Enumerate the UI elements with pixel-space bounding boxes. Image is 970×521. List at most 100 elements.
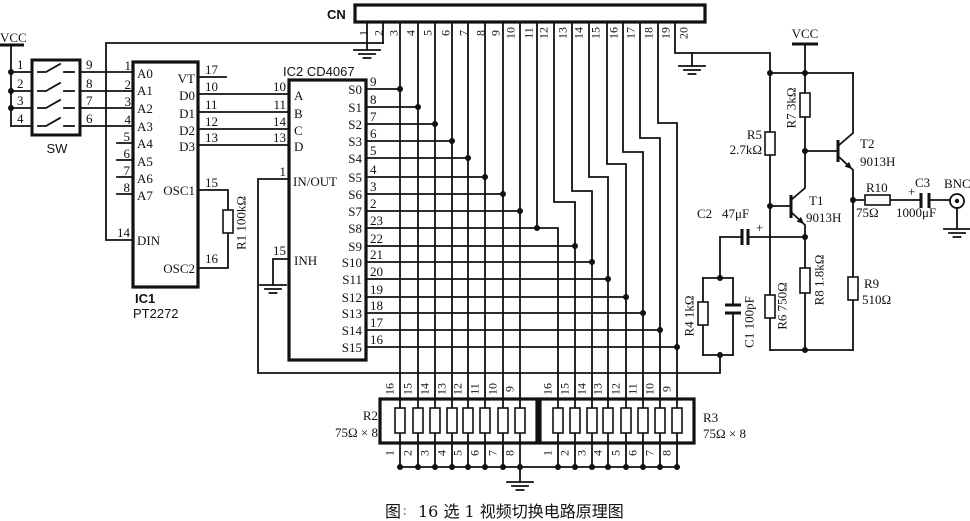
ground-cn-pin20 (678, 65, 706, 75)
cn-channel-wire (571, 21, 593, 468)
vcc-left-supply: VCC (0, 30, 27, 127)
resistor-array-r3-body (538, 397, 696, 445)
t1-collector (789, 150, 806, 202)
ic2-channel-pin-number: 5 (370, 143, 377, 158)
ic2-pin-number: 13 (273, 130, 286, 145)
r7-body (799, 92, 811, 118)
junction-dot (8, 88, 14, 94)
switch-contact (37, 81, 62, 92)
junction-dot (589, 464, 595, 470)
ic2-channel-label: S14 (342, 323, 363, 338)
ic1-pin-number: 13 (205, 130, 218, 145)
connector-pin-number: 2 (372, 30, 386, 36)
r4-body (697, 301, 709, 326)
ic2-channel-pin-number: 2 (370, 196, 377, 211)
resistor-array-r2-element (462, 407, 474, 434)
junction-dot (415, 464, 421, 470)
ic2-pin-number: 11 (273, 97, 286, 112)
junction-dot (415, 104, 421, 110)
connector-pin-number: 9 (489, 30, 503, 36)
connector-pin-number: 18 (642, 27, 656, 39)
resistor-array-r3-pin-number: 8 (660, 450, 674, 456)
c1-label-part: C1 (742, 333, 757, 348)
ic1-pin-label: A7 (137, 188, 153, 203)
connector-pin-number: 14 (572, 27, 586, 39)
ic1-pin-number: 3 (125, 94, 132, 109)
resistor-array-r2-pin-number: 3 (418, 450, 432, 456)
c3-value: 1000μF (896, 205, 936, 220)
r9-ref: R9 (864, 276, 879, 291)
bnc-connector: BNC (943, 176, 970, 238)
ic1-pin-label: D1 (179, 106, 195, 121)
r2-value: 75Ω × 8 (335, 425, 378, 440)
resistor-array-r2-element (514, 407, 526, 434)
ic2-channel-label: S13 (342, 306, 362, 321)
ic1-body (131, 60, 200, 289)
connector-pin-number: 13 (556, 27, 570, 39)
ic2-body (287, 78, 368, 362)
ic2-pin-label: C (294, 123, 303, 138)
switch-contact (37, 98, 62, 109)
r3-value: 75Ω × 8 (703, 426, 746, 441)
ic2-channel-pin-number: 17 (370, 315, 384, 330)
r6-body (764, 294, 776, 319)
ic1-pin-label: A0 (137, 66, 153, 81)
resistor-array-r2-body (378, 397, 539, 445)
ic2-channel-label: S4 (348, 151, 362, 166)
junction-dot (555, 464, 561, 470)
ic1-pin-number: 12 (205, 114, 218, 129)
resistor-array-r3-pin-number: 14 (575, 383, 589, 395)
resistor-array-r2-pin-number: 9 (503, 386, 517, 392)
r5-value: 2.7kΩ (730, 142, 762, 157)
ic1-pin-number: 14 (117, 225, 131, 240)
connector-pin-number: 6 (439, 30, 453, 36)
connector-label: CN (327, 7, 346, 22)
ic2-pin-label: D (294, 139, 303, 154)
ic2-channel-label: S5 (348, 170, 362, 185)
figure-caption-text: 16 选 1 视频切换电路原理图 (418, 502, 624, 521)
ic1-pin-number: 4 (125, 112, 132, 127)
vcc-right-label: VCC (792, 26, 819, 41)
switch-input-pin: 1 (17, 57, 24, 72)
r8-body (799, 267, 811, 294)
junction-dot (8, 105, 14, 111)
ic2-ref: IC2 (283, 64, 303, 79)
junction-dot (517, 464, 523, 470)
r9-value: 510Ω (862, 292, 891, 307)
resistor-array-r3-pin-number: 1 (541, 450, 555, 456)
resistor-array-r3-pin-number: 12 (609, 383, 623, 395)
c2-polarity: + (756, 220, 763, 235)
r4-label: R4 1kΩ (682, 295, 697, 336)
ic2-channel-pin-number: 4 (370, 162, 377, 177)
resistor-array-r2-element (446, 407, 458, 434)
ic2-channel-pin-number: 3 (370, 179, 377, 194)
resistor-array-r2-pin-number: 5 (451, 450, 465, 456)
ic2-channel-pin-number: 19 (370, 282, 383, 297)
bnc-label: BNC (944, 176, 970, 191)
switch-input-pin: 2 (17, 76, 24, 91)
ic1-pin-label: A3 (137, 119, 153, 134)
r8-label: R8 1.8kΩ (812, 255, 827, 306)
t2-collector (836, 72, 854, 148)
r10-body (864, 194, 891, 206)
figure-caption-mark: : (402, 500, 407, 519)
resistor-r1: R1 100kΩ (197, 189, 249, 269)
ic1-pin-number: 2 (125, 77, 132, 92)
switch-contact (37, 62, 62, 73)
cn-pin19-wire (674, 21, 771, 74)
resistor-array-r3-element (637, 407, 649, 434)
ic2-channel-label: S12 (342, 290, 362, 305)
junction-dot (397, 464, 403, 470)
resistor-array-r2-pin-number: 16 (383, 383, 397, 395)
t2-part: 9013H (860, 154, 895, 169)
r7-label-part: R7 (784, 113, 799, 129)
junction-dot (465, 155, 471, 161)
junction-dot (802, 347, 808, 353)
resistor-array-r2-pin-number: 10 (486, 383, 500, 395)
resistor-array-r3-pin-number: 11 (626, 383, 640, 395)
junction-dot (449, 464, 455, 470)
